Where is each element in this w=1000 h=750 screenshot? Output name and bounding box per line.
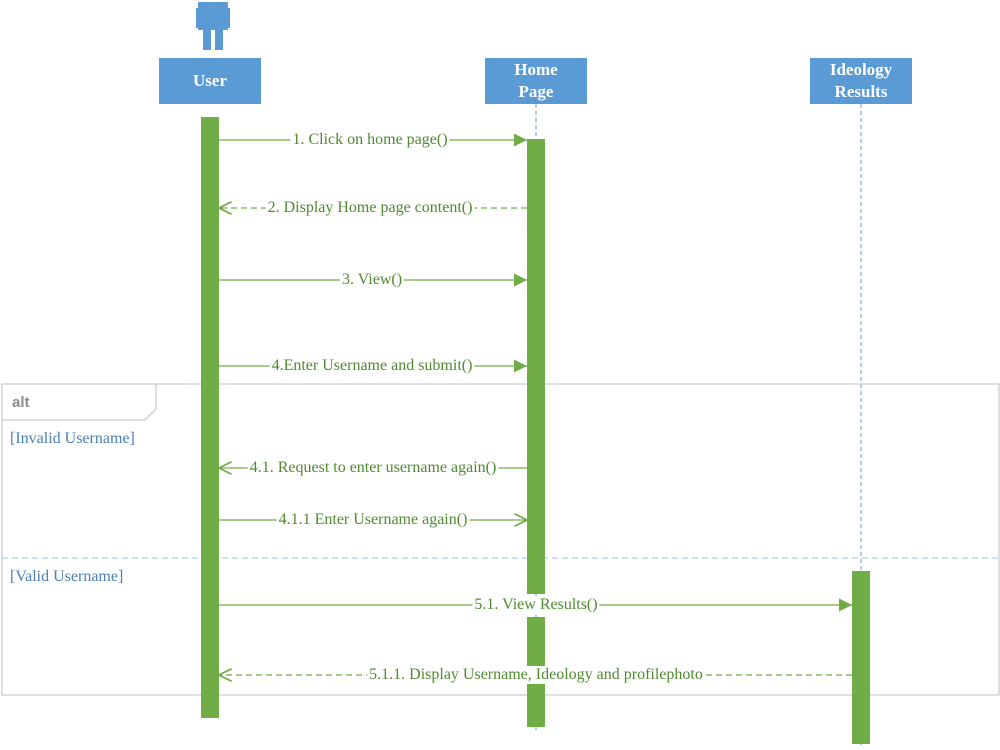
fragment-operator: alt [12, 394, 30, 411]
guard-invalid-username: [Invalid Username] [10, 430, 135, 447]
participant-ideology-label: Ideology Results [829, 60, 893, 101]
message-label-3: 3. View() [339, 271, 405, 289]
message-label-8: 5.1.1. Display Username, Ideology and pr… [367, 666, 705, 684]
participant-user-label: User [193, 71, 227, 90]
activation-user [201, 117, 219, 718]
user-actor-icon [196, 2, 230, 50]
participant-ideology-box [810, 58, 912, 104]
activation-ideology [852, 571, 870, 744]
participant-home-label: Home Page [514, 60, 558, 101]
participant-home-box [485, 58, 587, 104]
message-label-1: 1. Click on home page() [290, 131, 450, 149]
alt-fragment-frame [1, 383, 1000, 696]
message-label-7: 5.1. View Results() [472, 596, 600, 614]
message-label-6: 4.1.1 Enter Username again() [276, 511, 470, 529]
message-label-4: 4.Enter Username and submit() [269, 357, 475, 375]
activation-home-1 [527, 139, 545, 594]
participant-user-box [159, 58, 261, 104]
guard-valid-username: [Valid Username] [10, 568, 124, 585]
message-label-2: 2. Display Home page content() [265, 199, 475, 217]
message-label-5: 4.1. Request to enter username again() [247, 459, 499, 477]
